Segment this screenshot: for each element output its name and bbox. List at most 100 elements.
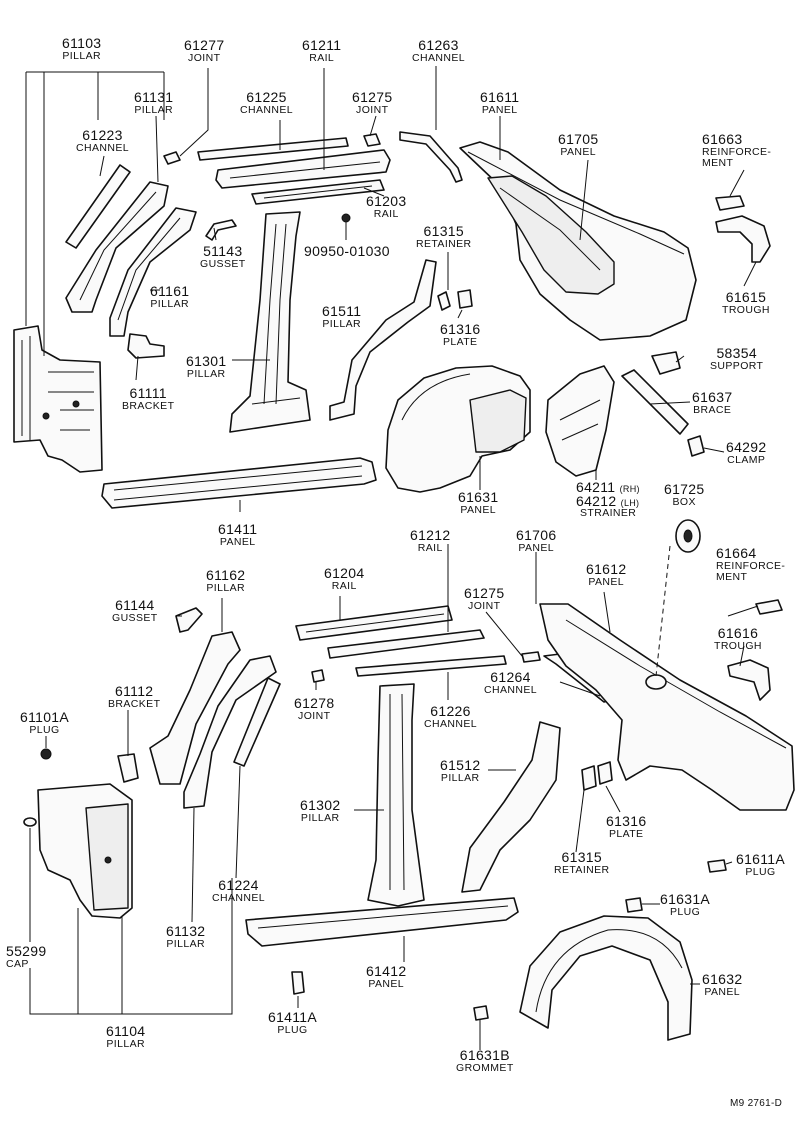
part-61631a-plug <box>625 897 643 913</box>
part-61632-panel <box>519 915 693 1041</box>
part-61101a-plug <box>40 748 52 760</box>
part-58354-support <box>651 351 681 375</box>
part-61663-61615 <box>715 195 771 263</box>
part-61301-pillar <box>229 211 311 433</box>
part-61263-channel <box>399 131 463 183</box>
part-61144-gusset <box>175 607 203 633</box>
part-61204-rail <box>295 605 453 641</box>
part-90950-bolt <box>341 213 351 223</box>
part-61612-quarter-panel <box>539 603 795 811</box>
part-61111-bracket <box>127 333 165 359</box>
label-90950-01030: 90950-01030 <box>304 243 390 259</box>
part-61275-joint-bottom <box>521 651 541 663</box>
part-64211-strainer <box>545 365 615 477</box>
front-pillar-lower-top <box>13 325 103 473</box>
label-64212: 64212 (LH) <box>576 493 640 509</box>
part-61411a-plug <box>291 971 305 995</box>
part-61277-joint <box>163 151 181 165</box>
part-61132-pillar <box>183 655 277 809</box>
part-64292-clamp <box>687 435 705 457</box>
part-61664-reinforcement <box>755 599 783 615</box>
part-61203-rail <box>251 179 385 205</box>
part-61226-channel <box>355 655 507 677</box>
part-61637-brace <box>621 369 689 435</box>
part-61412-panel <box>245 897 519 947</box>
part-61225-channel <box>197 137 349 161</box>
part-61631b-grommet <box>473 1005 489 1021</box>
box-leader-dashed <box>655 545 671 677</box>
part-61275-joint-top <box>363 133 381 147</box>
drawing-code: M9 2761-D <box>730 1098 783 1109</box>
part-61616-trough <box>727 659 771 701</box>
leader-lines <box>25 66 759 1050</box>
part-61611a-plug <box>707 859 727 873</box>
part-61278-joint <box>311 669 325 683</box>
label-64211: 64211 (RH) <box>576 479 640 495</box>
part-61104-pillar <box>37 783 133 919</box>
part-61315-61316 <box>437 289 473 311</box>
part-61512-pillar <box>461 721 561 893</box>
part-61725-box <box>675 519 701 553</box>
part-61131-pillar <box>65 181 169 313</box>
part-55299-cap <box>23 817 37 827</box>
part-61162-pillar <box>149 631 241 785</box>
part-51143-gusset <box>205 219 237 241</box>
part-61302-pillar <box>367 683 425 907</box>
part-61224-channel <box>233 677 281 767</box>
part-61211-rail <box>215 149 391 189</box>
part-61161-pillar <box>109 207 197 337</box>
part-61212-rail <box>327 629 485 659</box>
